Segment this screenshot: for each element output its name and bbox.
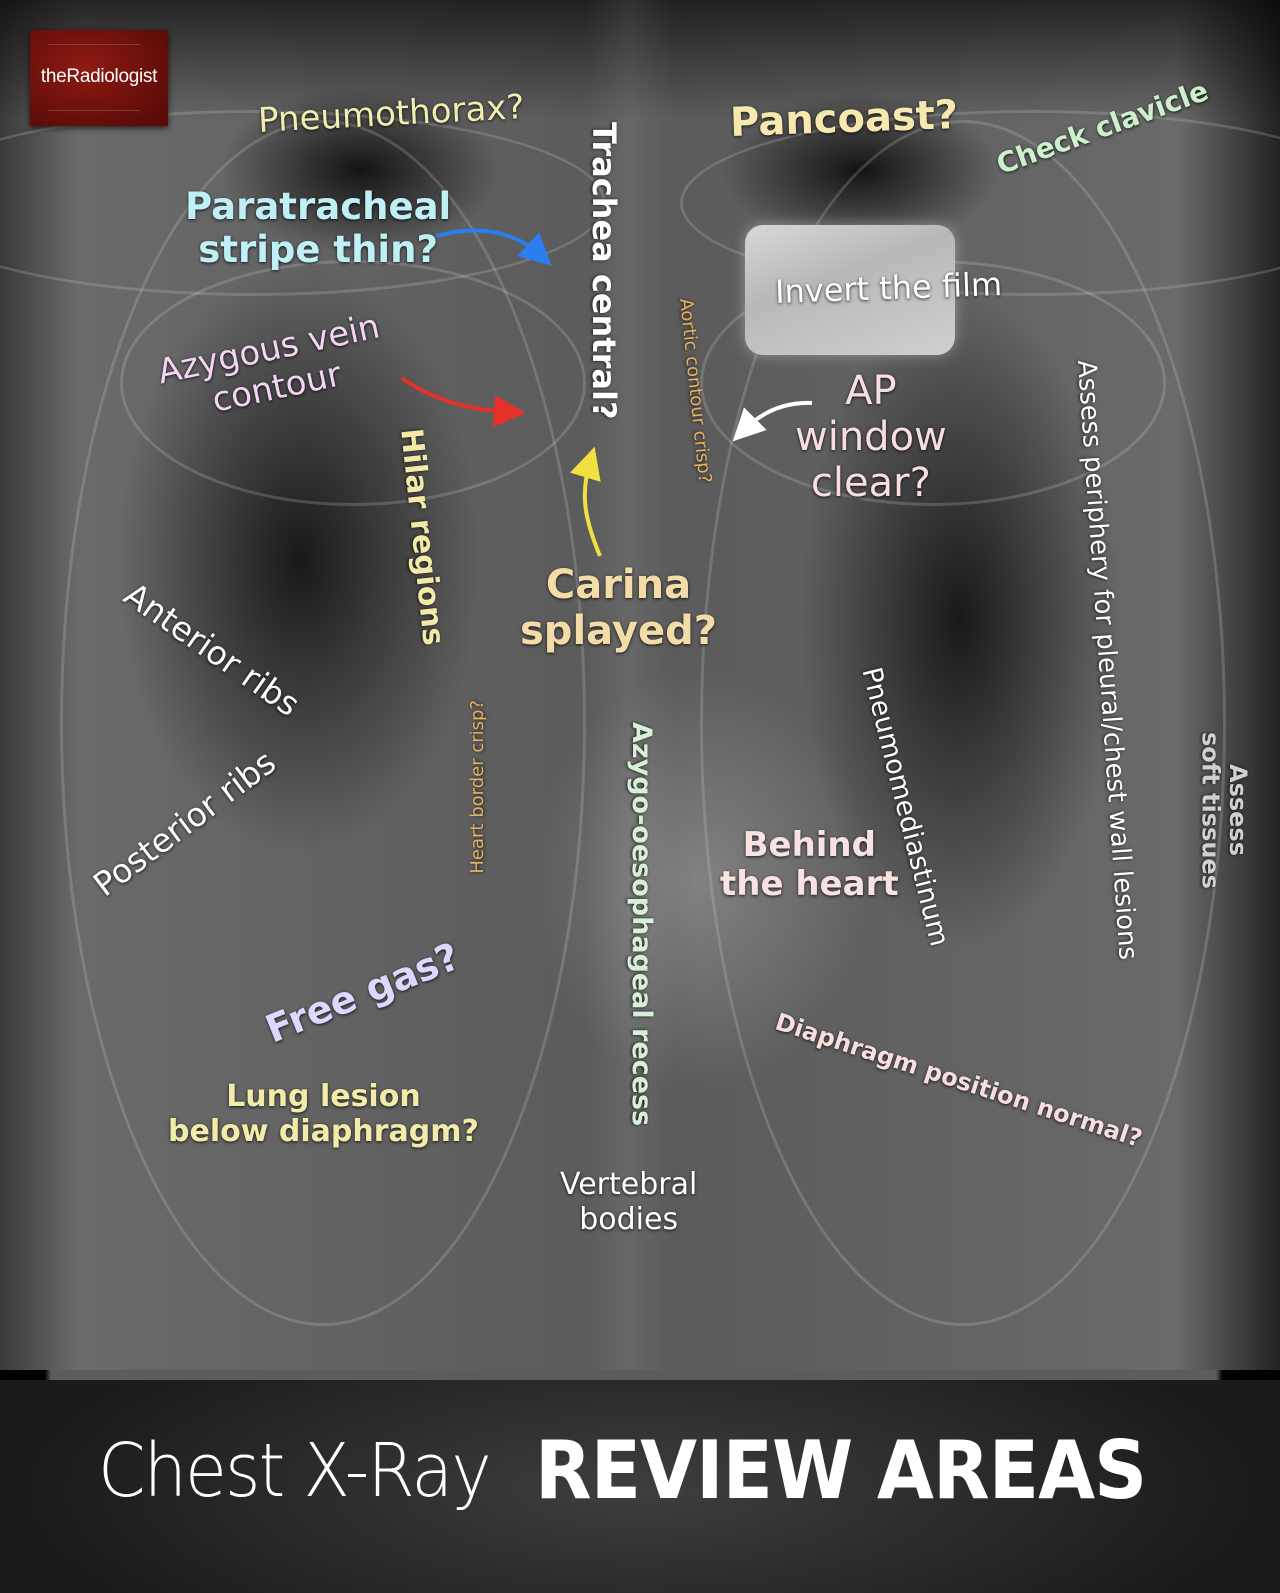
inverted-film-inset bbox=[745, 225, 955, 355]
label-azygo-oesophageal: Azygo-oesophageal recess bbox=[626, 722, 658, 1127]
footer-banner bbox=[0, 1380, 1280, 1593]
brand-logo-text: theRadiologist bbox=[40, 66, 158, 87]
clavicle-outline bbox=[680, 110, 1280, 296]
label-soft-tissues: Assess soft tissues bbox=[1196, 732, 1253, 889]
label-carina-splayed: Carina splayed? bbox=[520, 562, 717, 654]
label-invert-film: Invert the film bbox=[774, 265, 1003, 311]
clavicle-outline bbox=[0, 110, 606, 296]
brand-logo: theRadiologist bbox=[30, 30, 168, 126]
label-vertebral-bodies: Vertebral bodies bbox=[560, 1167, 698, 1237]
spine-shadow bbox=[585, 0, 675, 1400]
footer-frame bbox=[0, 1370, 1280, 1382]
label-pancoast: Pancoast? bbox=[729, 92, 959, 146]
label-ap-window: AP window clear? bbox=[795, 368, 947, 506]
xray-shading bbox=[0, 0, 1280, 120]
title-chest-xray: Chest X-Ray bbox=[98, 1428, 492, 1514]
label-heart-border: Heart border crisp? bbox=[467, 700, 488, 874]
label-paratracheal-stripe: Paratracheal stripe thin? bbox=[185, 185, 452, 271]
title-review-areas: REVIEW AREAS bbox=[535, 1424, 1147, 1517]
label-trachea-central: Trachea central? bbox=[584, 122, 623, 420]
label-lung-lesion: Lung lesion below diaphragm? bbox=[168, 1079, 479, 1149]
label-behind-heart: Behind the heart bbox=[720, 825, 899, 905]
